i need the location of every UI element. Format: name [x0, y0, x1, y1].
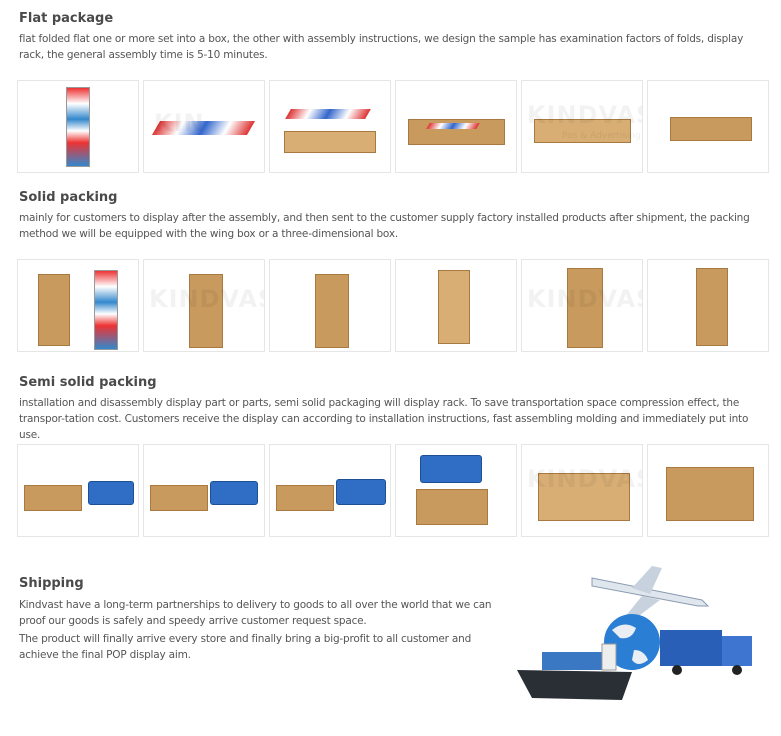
semi-solid-text: installation and disassembly display par…: [19, 397, 749, 441]
semi-solid-gallery: KINDVAST: [17, 444, 769, 537]
shipping-text-2: The product will finally arrive every st…: [19, 633, 472, 661]
solid-image-box-and-rack[interactable]: [17, 259, 139, 352]
flat-package-heading: Flat package: [19, 11, 114, 26]
solid-packing-gallery: KINDVAST KINDVAST: [17, 259, 769, 352]
semi-image-4[interactable]: [395, 444, 517, 537]
semi-image-1[interactable]: [17, 444, 139, 537]
solid-image-box-3[interactable]: [395, 259, 517, 352]
solid-image-box-2[interactable]: [269, 259, 391, 352]
solid-packing-heading: Solid packing: [19, 190, 118, 205]
shipping-text-1: Kindvast have a long-term partnerships t…: [19, 599, 492, 627]
flat-package-text: flat folded flat one or more set into a …: [19, 33, 744, 61]
solid-packing-text: mainly for customers to display after th…: [19, 212, 750, 240]
airplane-icon: [591, 566, 710, 618]
semi-image-5[interactable]: KINDVAST: [521, 444, 643, 537]
solid-image-box-1[interactable]: KINDVAST: [143, 259, 265, 352]
watermark-tagline: Pos & Advertising service: [562, 131, 642, 141]
flat-image-closed-box[interactable]: KINDVAST Pos & Advertising service: [521, 80, 643, 173]
flat-image-open-box[interactable]: [269, 80, 391, 173]
flat-image-rack[interactable]: [17, 80, 139, 173]
truck-icon: [660, 630, 752, 675]
semi-image-2[interactable]: [143, 444, 265, 537]
shipping-heading: Shipping: [19, 576, 84, 591]
semi-solid-heading: Semi solid packing: [19, 375, 157, 390]
flat-image-sheets[interactable]: KIN: [143, 80, 265, 173]
watermark-brand: KINDVAST: [527, 101, 642, 129]
shipping-illustration: [517, 566, 752, 700]
flat-image-box-flaps[interactable]: [395, 80, 517, 173]
globe-icon: [604, 614, 660, 670]
semi-image-3[interactable]: [269, 444, 391, 537]
semi-image-6[interactable]: [647, 444, 769, 537]
solid-image-box-pallet[interactable]: [647, 259, 769, 352]
flat-package-gallery: KIN KINDVAST Pos & Advertising service: [17, 80, 769, 173]
cargo-ship-icon: [517, 643, 632, 700]
flat-image-pallet-box[interactable]: [647, 80, 769, 173]
solid-image-box-4[interactable]: KINDVAST: [521, 259, 643, 352]
